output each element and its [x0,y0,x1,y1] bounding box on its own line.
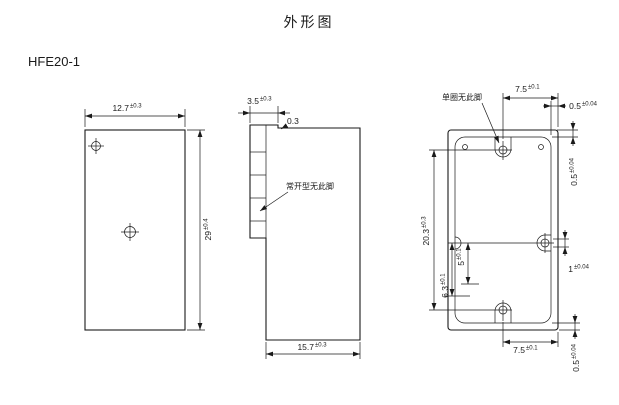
dim-front-width-value: 12.7 [112,103,129,113]
bottom-pin-bottom-icon [494,300,512,321]
dim-bottom-top-pitch: 7.5 ±0.1 [502,84,559,139]
side-view: 3.5 ±0.3 0.3 常开型无此脚 15.7 ±0.3 [238,96,361,359]
dim-bottom-pitch: 20.3 ±0.3 [421,149,494,311]
model-label: HFE20-1 [28,54,80,69]
bottom-view-note: 单圈无此脚 [442,92,500,144]
dim-front-height-value: 29 [203,231,213,241]
bottom-pin-right-icon [536,233,554,253]
dim-bottom-pin-width-value: 1 [568,264,573,274]
dim-bottom-inner-a-value: 5 [456,261,466,266]
front-view: 12.7 ±0.3 29 ±0.4 [84,103,213,331]
dim-side-flange-value: 3.5 [247,96,259,106]
dim-bottom-right-wall-value: 0.5 [569,174,579,186]
dim-bottom-bottom-pitch: 7.5 ±0.1 [502,322,559,355]
dim-front-height-tol: ±0.4 [204,218,210,230]
dim-bottom-inner-b-tol: ±0.1 [441,273,447,285]
front-view-outline [84,129,186,331]
dim-side-flange: 3.5 ±0.3 [238,96,290,123]
front-hole-center-icon [121,223,139,241]
side-view-pin-strip [250,125,267,238]
bottom-view-note-label: 单圈无此脚 [442,92,482,102]
dim-bottom-right-wall-tol: ±0.04 [570,157,576,173]
dim-bottom-top-wall: 0.5 ±0.04 [543,101,598,135]
dim-side-pin-thickness-value: 0.3 [287,116,299,126]
dim-bottom-top-wall-value: 0.5 [569,101,581,111]
bottom-view: 单圈无此脚 7.5 ±0.1 0.5 ±0.04 [421,84,598,372]
dim-bottom-bottom-pitch-tol: ±0.1 [526,346,538,352]
dim-front-width: 12.7 ±0.3 [84,103,186,127]
dim-bottom-inner-a: 5 ±0.1 [448,242,536,285]
dim-bottom-pin-width-tol: ±0.04 [574,265,590,271]
front-hole-top-icon [88,138,104,154]
dim-bottom-pitch-value: 20.3 [421,229,431,246]
dim-bottom-right-wall: 0.5 ±0.04 [552,121,579,186]
side-view-note-label: 常开型无此脚 [286,181,334,191]
dim-bottom-bottom-wall-tol: ±0.04 [572,343,578,359]
bottom-pin-top-icon [494,141,512,160]
dim-bottom-inner-b-value: 6.3 [440,286,450,298]
dim-side-flange-tol: ±0.3 [260,97,272,103]
dim-front-width-tol: ±0.3 [130,104,142,110]
dim-bottom-top-pitch-value: 7.5 [515,84,527,94]
side-view-outline [249,124,361,341]
dim-bottom-inner-a-tol: ±0.1 [457,248,463,260]
dim-bottom-top-pitch-tol: ±0.1 [528,85,540,91]
dim-side-depth-tol: ±0.3 [315,343,327,349]
dim-bottom-pitch-tol: ±0.3 [422,216,428,228]
dim-bottom-bottom-pitch-value: 7.5 [513,345,525,355]
dim-bottom-bottom-wall: 0.5 ±0.04 [552,314,581,372]
bottom-view-inner-wall [454,136,552,324]
page-title: 外形图 [284,14,335,30]
dim-side-depth: 15.7 ±0.3 [265,342,361,359]
dim-front-height: 29 ±0.4 [187,129,213,331]
side-view-note: 常开型无此脚 [259,181,334,212]
dim-bottom-top-wall-tol: ±0.04 [582,102,598,108]
dim-bottom-inner-b: 6.3 ±0.1 [440,243,470,298]
dim-side-pin-thickness: 0.3 [280,116,299,130]
dim-bottom-pin-width: 1 ±0.04 [553,230,590,274]
dim-side-depth-value: 15.7 [297,342,314,352]
dim-bottom-bottom-wall-value: 0.5 [571,360,581,372]
